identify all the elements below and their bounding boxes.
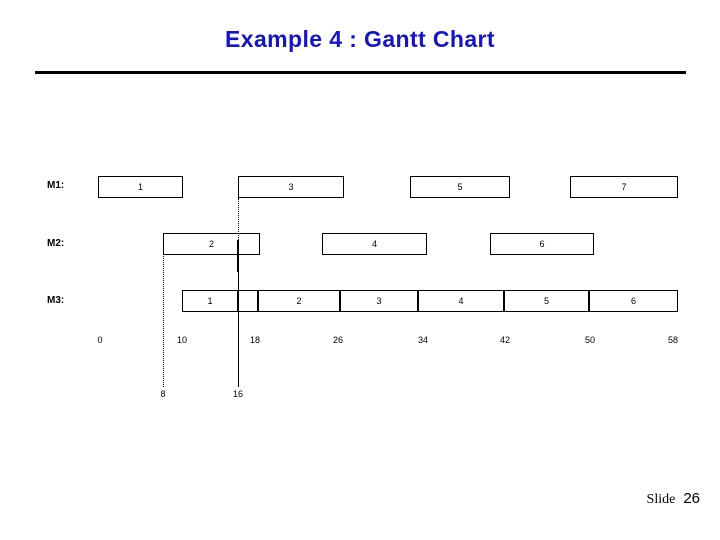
task-bar: 4	[418, 290, 504, 312]
task-bar-label: 5	[543, 296, 549, 306]
task-bar-label	[239, 291, 257, 313]
task-bar-label: 6	[630, 296, 636, 306]
task-bar-label: 3	[288, 182, 294, 192]
task-bar-label: 3	[376, 296, 382, 306]
task-bar: 2	[163, 233, 260, 255]
task-bar: 1	[182, 290, 238, 312]
task-bar-label: 1	[207, 296, 213, 306]
axis-tick-10: 10	[176, 335, 187, 345]
row-label-m3: M3:	[47, 295, 65, 306]
axis-tick-0: 0	[97, 335, 103, 345]
task-bar: 3	[238, 176, 344, 198]
drop-line-label-16: 16	[232, 389, 243, 399]
axis-tick-42: 42	[499, 335, 510, 345]
title-divider	[35, 71, 686, 74]
task-bar-label: 5	[457, 182, 463, 192]
page-title: Example 4 : Gantt Chart	[225, 26, 495, 52]
axis-tick-50: 50	[584, 335, 595, 345]
task-bar: 5	[504, 290, 589, 312]
dependency-line-16-dotted	[238, 198, 239, 246]
footer-slide-number: 26	[683, 490, 700, 507]
task-bar-label: 2	[208, 239, 214, 249]
task-bar	[238, 290, 258, 312]
axis-tick-18: 18	[249, 335, 260, 345]
axis-tick-26: 26	[332, 335, 343, 345]
footer-slide-label: Slide	[646, 492, 676, 507]
task-bar-label: 4	[371, 239, 377, 249]
axis-tick-34: 34	[417, 335, 428, 345]
task-bar: 6	[490, 233, 594, 255]
task-bar: 3	[340, 290, 418, 312]
dependency-line-16-solid	[238, 262, 239, 387]
task-bar: 7	[570, 176, 678, 198]
task-bar: 1	[98, 176, 183, 198]
row-label-m1: M1:	[47, 180, 65, 191]
task-bar-label: 1	[137, 182, 143, 192]
task-bar: 2	[258, 290, 340, 312]
task-bar: 6	[589, 290, 678, 312]
task-bar-label: 6	[539, 239, 545, 249]
dependency-line-16-thick	[237, 240, 239, 272]
axis-tick-58: 58	[667, 335, 678, 345]
slide-footer: Slide 26	[629, 472, 700, 526]
task-bar-label: 7	[621, 182, 627, 192]
task-bar-label: 2	[296, 296, 302, 306]
task-bar-label: 4	[458, 296, 464, 306]
task-bar: 4	[322, 233, 427, 255]
dependency-line-8	[163, 244, 164, 387]
task-bar: 5	[410, 176, 510, 198]
drop-line-label-8: 8	[160, 389, 166, 399]
row-label-m2: M2:	[47, 238, 65, 249]
